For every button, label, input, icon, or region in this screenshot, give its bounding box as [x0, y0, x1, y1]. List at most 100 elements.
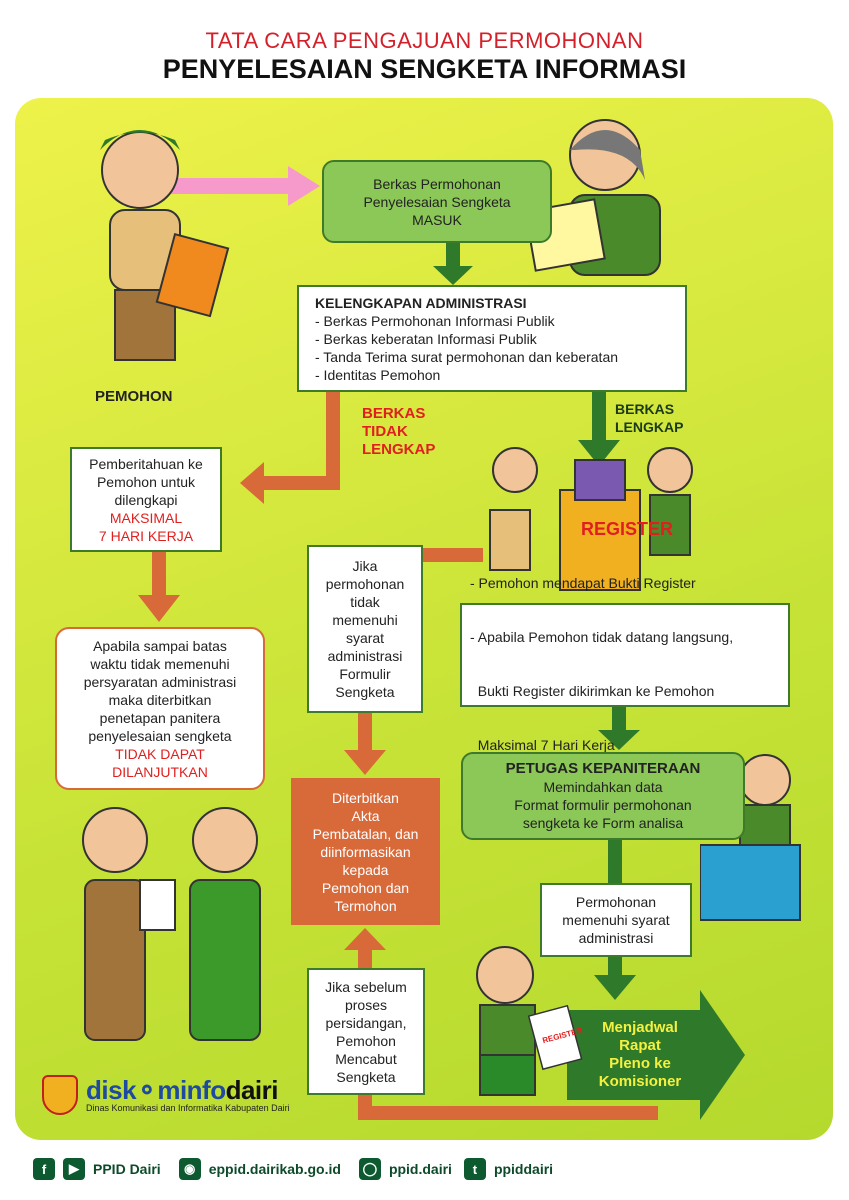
- list-item: Maksimal 7 Hari Kerja: [470, 737, 615, 753]
- list-item: - Tanda Terima surat permohonan dan kebe…: [315, 348, 619, 365]
- text: MAKSIMAL: [109, 509, 183, 526]
- list-item: - Pemohon mendapat Bukti Register: [470, 575, 696, 591]
- pemohon-illustration: [100, 130, 230, 361]
- text: Permohonan: [575, 894, 657, 910]
- text: administrasi: [327, 648, 403, 664]
- box-kelengkapan: KELENGKAPAN ADMINISTRASI - Berkas Permoh…: [297, 285, 687, 392]
- list-item: - Berkas Permohonan Informasi Publik: [315, 312, 555, 329]
- text: Rapat: [619, 1037, 661, 1054]
- text: Termohon: [334, 897, 397, 914]
- list-item: Bukti Register dikirimkan ke Pemohon: [470, 683, 715, 699]
- text: waktu tidak memenuhi: [90, 655, 230, 672]
- text: Pemohon dan: [321, 879, 410, 896]
- text: TIDAK DAPAT: [115, 745, 205, 762]
- box-register: REGISTER - Pemohon mendapat Bukti Regist…: [460, 520, 790, 753]
- footer-instagram[interactable]: ppid.dairi: [388, 1161, 452, 1177]
- box-batas-waktu: Apabila sampai batas waktu tidak memenuh…: [55, 627, 265, 790]
- box-berkas-masuk: Berkas Permohonan Penyelesaian Sengketa …: [322, 160, 552, 243]
- text: BERKAS: [362, 405, 426, 422]
- register-title: REGISTER: [580, 519, 673, 539]
- text: syarat: [345, 630, 385, 646]
- text: persyaratan administrasi: [83, 673, 237, 690]
- text: Pemohon: [336, 1032, 396, 1049]
- box-pemberitahuan: Pemberitahuan ke Pemohon untuk dilengkap…: [70, 447, 222, 552]
- text: Sengketa: [336, 1068, 396, 1085]
- title-line-1: TATA CARA PENGAJUAN PERMOHONAN: [205, 28, 644, 53]
- text: memenuhi: [332, 612, 398, 628]
- footer-twitter[interactable]: ppiddairi: [493, 1161, 554, 1177]
- box-kepaniteraan: PETUGAS KEPANITERAAN Memindahkan data Fo…: [461, 752, 745, 840]
- twitter-icon[interactable]: t: [463, 1158, 486, 1180]
- pemohon-label: PEMOHON: [95, 388, 173, 405]
- desk-illustration: [489, 447, 693, 591]
- text: kepada: [342, 861, 389, 878]
- diskominfo-logo: disk⚬minfodairi Dinas Komunikasi dan Inf…: [42, 1075, 290, 1115]
- text: Pleno ke: [609, 1055, 671, 1072]
- text: sengketa ke Form analisa: [522, 815, 684, 831]
- text: Akta: [351, 807, 380, 824]
- text: DILANJUTKAN: [112, 763, 208, 780]
- text: Menjadwal: [602, 1019, 678, 1036]
- text: persidangan,: [325, 1014, 407, 1031]
- facebook-icon[interactable]: f: [33, 1158, 55, 1180]
- box-tidak-memenuhi: Jika permohonan tidak memenuhi syarat ad…: [307, 545, 423, 713]
- text: Jika sebelum: [325, 978, 407, 995]
- text: Formulir: [339, 666, 391, 682]
- text: Pembatalan, dan: [312, 825, 419, 842]
- jadwal-rapat-text: Menjadwal Rapat Pleno ke Komisioner: [580, 1015, 700, 1095]
- text: permohonan: [325, 576, 405, 592]
- text: penetapan panitera: [99, 709, 221, 726]
- text: Jika: [352, 558, 378, 574]
- text: penyelesaian sengketa: [88, 727, 232, 744]
- pink-arrow: [170, 166, 320, 206]
- green-arrows: [433, 243, 745, 1120]
- list-item: - Apabila Pemohon tidak datang langsung,: [470, 629, 734, 645]
- globe-icon: ◉: [178, 1158, 201, 1180]
- text: Memindahkan data: [543, 779, 663, 795]
- footer-ppid-dairi[interactable]: PPID Dairi: [93, 1161, 161, 1177]
- text: Pemohon untuk: [96, 473, 196, 490]
- text: dilengkapi: [114, 491, 178, 508]
- text: Berkas Permohonan: [373, 175, 501, 192]
- text: BERKAS: [615, 401, 675, 417]
- text: Penyelesaian Sengketa: [363, 193, 511, 210]
- text: Apabila sampai batas: [93, 637, 227, 654]
- kepaniteraan-title: PETUGAS KEPANITERAAN: [505, 760, 701, 777]
- list-item: - Identitas Pemohon: [315, 366, 441, 383]
- text: Mencabut: [335, 1050, 397, 1067]
- text: Pemberitahuan ke: [89, 455, 203, 472]
- text: LENGKAP: [362, 441, 436, 458]
- footer-website[interactable]: eppid.dairikab.go.id: [208, 1161, 341, 1177]
- text: proses: [344, 996, 388, 1013]
- text: Diterbitkan: [332, 789, 399, 806]
- text: Format formulir permohonan: [514, 797, 692, 813]
- box-memenuhi-syarat: Permohonan memenuhi syarat administrasi: [540, 883, 692, 957]
- footer-social: f ▶ PPID Dairi ◉ eppid.dairikab.go.id ◯ …: [33, 1158, 553, 1180]
- title-line-2: PENYELESAIAN SENGKETA INFORMASI: [162, 54, 687, 84]
- label-berkas-lengkap: BERKAS LENGKAP: [615, 400, 683, 436]
- box-akta-pembatalan: Diterbitkan Akta Pembatalan, dan diinfor…: [291, 778, 440, 925]
- text: LENGKAP: [615, 419, 684, 435]
- handover-illustration: [82, 807, 261, 1041]
- text: memenuhi syarat: [562, 912, 670, 928]
- text: 7 HARI KERJA: [98, 527, 194, 544]
- text: Sengketa: [335, 684, 395, 700]
- label-berkas-tidak-lengkap: BERKAS TIDAK LENGKAP: [362, 405, 435, 459]
- text: diinformasikan: [320, 843, 411, 860]
- runner-illustration: REGISTER: [476, 946, 583, 1096]
- clerk-illustration: [700, 754, 801, 921]
- text: TIDAK: [362, 423, 408, 440]
- text: MASUK: [412, 211, 462, 228]
- youtube-icon[interactable]: ▶: [63, 1158, 85, 1180]
- dairi-emblem-icon: [42, 1075, 78, 1115]
- text: administrasi: [578, 930, 654, 946]
- kelengkapan-title: KELENGKAPAN ADMINISTRASI: [315, 294, 527, 311]
- orange-arrows: [138, 392, 658, 1120]
- instagram-icon[interactable]: ◯: [358, 1158, 381, 1180]
- text: tidak: [350, 594, 380, 610]
- logo-text: minfo: [157, 1075, 226, 1105]
- logo-subtitle: Dinas Komunikasi dan Informatika Kabupat…: [86, 1103, 290, 1113]
- list-item: - Berkas keberatan Informasi Publik: [315, 330, 537, 347]
- logo-text: disk: [86, 1075, 137, 1105]
